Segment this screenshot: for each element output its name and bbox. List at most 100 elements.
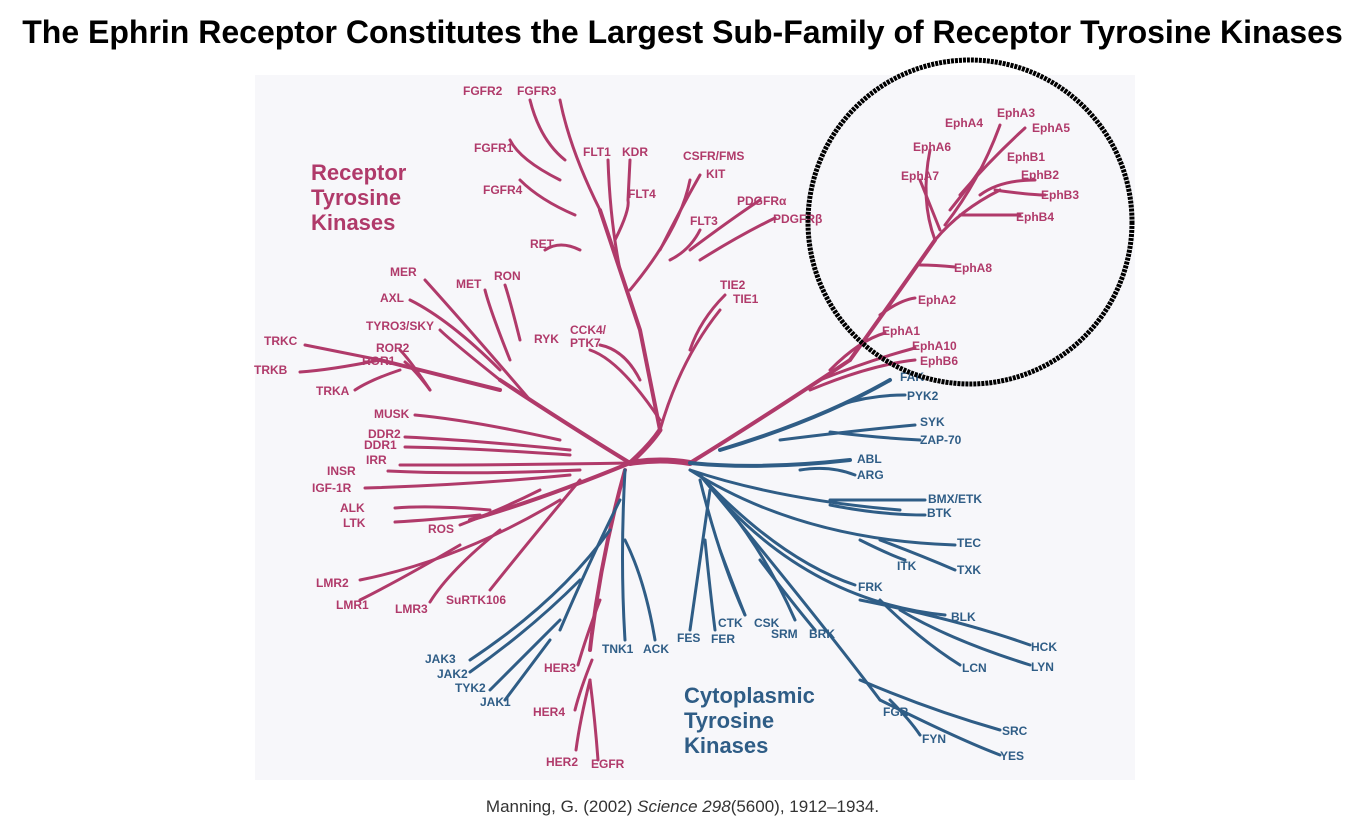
branch-45 <box>488 478 582 592</box>
label-epha5: EphA5 <box>1032 121 1070 135</box>
label-src: SRC <box>1002 724 1028 738</box>
citation-suffix: (5600), 1912–1934. <box>730 797 880 816</box>
branch-99 <box>488 618 562 692</box>
branch-55 <box>943 123 1002 227</box>
label-fes: FES <box>677 631 700 645</box>
branch-63 <box>878 296 917 317</box>
label-frk: FRK <box>858 580 883 594</box>
label-epha1: EphA1 <box>882 324 920 338</box>
label-ephb6: EphB6 <box>920 354 958 368</box>
label-tnk1: TNK1 <box>602 642 634 656</box>
tree-branches <box>298 98 1047 762</box>
label-lyn: LYN <box>1031 660 1054 674</box>
label-fgfr4: FGFR4 <box>483 183 523 197</box>
branch-32 <box>413 413 562 442</box>
label-ror2: ROR2 <box>376 341 410 355</box>
branch-83 <box>878 598 962 667</box>
label-tie1: TIE1 <box>733 292 759 306</box>
label-her2: HER2 <box>546 755 578 769</box>
label-her4: HER4 <box>533 705 565 719</box>
branch-8 <box>606 158 622 272</box>
label-lmr3: LMR3 <box>395 602 428 616</box>
label-trkc: TRKC <box>264 334 298 348</box>
label-tyro3: TYRO3/SKY <box>366 319 434 333</box>
branch-66 <box>808 358 917 392</box>
label-ret: RET <box>530 237 555 251</box>
branch-94 <box>621 468 627 642</box>
label-csfr: CSFR/FMS <box>683 149 744 163</box>
label-tie2: TIE2 <box>720 278 746 292</box>
label-srm: SRM <box>771 627 798 641</box>
label-ephb4: EphB4 <box>1016 210 1054 224</box>
branch-35 <box>398 461 632 467</box>
label-pdgfrb: PDGFRβ <box>773 212 822 226</box>
citation-journal: Science 298 <box>637 797 731 816</box>
branch-42 <box>358 498 562 582</box>
label-zap70: ZAP-70 <box>920 433 962 447</box>
branch-73 <box>688 468 902 512</box>
label-alk: ALK <box>340 501 365 515</box>
label-epha6: EphA6 <box>913 140 951 154</box>
citation-prefix: Manning, G. (2002) <box>485 797 638 816</box>
branch-10 <box>626 158 632 202</box>
branch-51 <box>688 358 852 465</box>
branch-18 <box>588 348 662 422</box>
label-flt1: FLT1 <box>583 145 611 159</box>
branch-75 <box>828 503 927 517</box>
label-ack: ACK <box>643 642 669 656</box>
branch-21 <box>423 278 532 402</box>
branch-31 <box>403 360 432 392</box>
label-ephb3: EphB3 <box>1041 188 1079 202</box>
branch-4 <box>528 98 567 162</box>
label-fgfr2: FGFR2 <box>463 84 503 98</box>
branch-44 <box>428 528 502 604</box>
branch-12 <box>658 173 702 252</box>
label-ctk: CTK <box>718 616 743 630</box>
label-mer: MER <box>390 265 417 279</box>
branch-13 <box>668 228 702 262</box>
label-igf1r: IGF-1R <box>312 481 352 495</box>
branch-37 <box>363 473 572 490</box>
label-epha7: EphA7 <box>901 169 939 183</box>
branch-91 <box>718 548 747 617</box>
branch-95 <box>623 538 657 642</box>
branch-57 <box>948 168 982 212</box>
branch-48 <box>573 658 594 712</box>
branch-43 <box>358 543 462 602</box>
label-ephb2: EphB2 <box>1021 168 1059 182</box>
branch-65 <box>818 346 917 382</box>
receptor-group-label-line-1: Tyrosine <box>311 185 401 210</box>
branch-100 <box>503 638 552 702</box>
label-epha4: EphA4 <box>945 116 983 130</box>
branch-41 <box>458 488 542 527</box>
branch-20 <box>498 378 632 465</box>
label-egfr: EGFR <box>591 757 625 771</box>
label-jak1: JAK1 <box>480 695 511 709</box>
branch-29 <box>353 368 402 392</box>
label-jak2: JAK2 <box>437 667 468 681</box>
label-lmr2: LMR2 <box>316 576 349 590</box>
label-brk: BRK <box>809 627 835 641</box>
branch-14 <box>688 198 762 252</box>
label-lcn: LCN <box>962 661 987 675</box>
label-hck: HCK <box>1031 640 1057 654</box>
label-flt3: FLT3 <box>690 214 718 228</box>
label-fer: FER <box>711 632 735 646</box>
group-labels: ReceptorTyrosineKinasesCytoplasmicTyrosi… <box>311 160 815 758</box>
label-lmr1: LMR1 <box>336 598 369 612</box>
eph-highlight-circle <box>805 57 1135 387</box>
branch-69 <box>778 423 917 442</box>
label-epha2: EphA2 <box>918 293 956 307</box>
label-trkb: TRKB <box>254 363 288 377</box>
cytoplasmic-group-label-line-2: Kinases <box>684 733 768 758</box>
label-jak3: JAK3 <box>425 652 456 666</box>
branch-39 <box>393 505 492 512</box>
citation: Manning, G. (2002) Science 298(5600), 19… <box>0 797 1365 817</box>
branch-26 <box>378 358 502 392</box>
label-surtk106: SuRTK106 <box>446 593 506 607</box>
label-pdgfra: PDGFRα <box>737 194 787 208</box>
branch-7 <box>543 243 582 252</box>
branch-3 <box>558 98 602 212</box>
branch-5 <box>508 138 562 182</box>
